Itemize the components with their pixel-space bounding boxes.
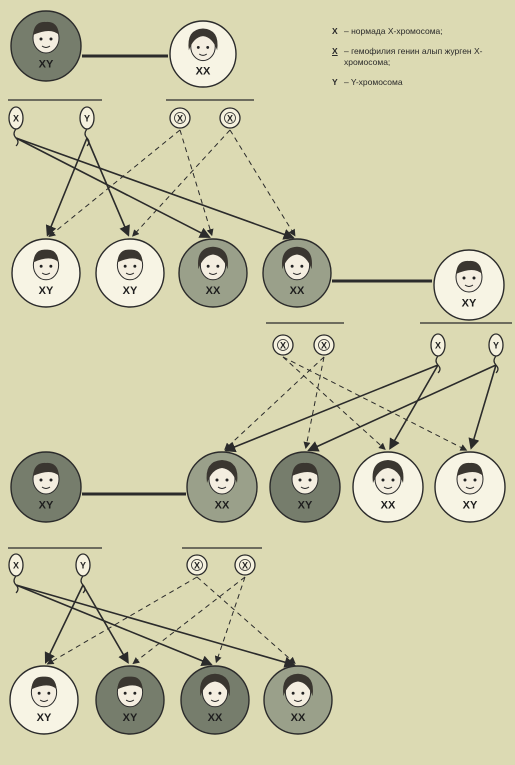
gamete-g2-egg-1: X — [272, 334, 294, 356]
gamete-g1-egg-1: X — [169, 107, 191, 129]
genotype-label: XX — [208, 712, 223, 724]
person-g4-son-1: XY — [9, 665, 79, 735]
inheritance-arrow — [229, 129, 296, 237]
legend-hemophilia-x: X – гемофилия генин алып журген X-хромос… — [332, 46, 483, 67]
person-g4-son-affected: XY — [95, 665, 165, 735]
person-g3-daughter-2: XX — [352, 451, 424, 523]
gamete-g1-sperm-y: Y — [79, 106, 95, 147]
person-g1-father: XY — [10, 10, 82, 82]
inheritance-arrow — [86, 137, 130, 237]
inheritance-arrow — [15, 137, 295, 240]
genotype-label: XX — [290, 285, 305, 297]
genotype-label: XX — [206, 285, 221, 297]
gamete-g2-sperm-y: Y — [488, 333, 504, 374]
legend-normal-x: X – нормада X-хромосома; — [332, 26, 443, 36]
genotype-label: XY — [123, 285, 138, 297]
inheritance-arrow — [132, 576, 246, 665]
gamete-label: X — [177, 114, 183, 124]
gamete-label: X — [242, 561, 248, 571]
inheritance-arrow — [282, 356, 468, 451]
inheritance-arrow — [307, 364, 497, 452]
gamete-label: X — [194, 561, 200, 571]
gamete-label: X — [13, 114, 19, 124]
legend-y: Y – Y-хромосома — [332, 77, 403, 87]
gamete-label: X — [227, 114, 233, 124]
genotype-label: XX — [291, 712, 306, 724]
inheritance-arrow — [48, 129, 181, 238]
gamete-label: Y — [493, 341, 499, 351]
gamete-g3-sperm-x: X — [8, 553, 24, 594]
genotype-label: XY — [298, 500, 313, 512]
genotype-label: XY — [39, 500, 54, 512]
genotype-label: XY — [463, 500, 478, 512]
inheritance-arrow — [389, 364, 439, 450]
person-g2-son-1: XY — [11, 238, 81, 308]
inheritance-arrow — [282, 356, 386, 450]
genotype-label: XY — [37, 712, 52, 724]
genotype-label: XX — [196, 65, 211, 77]
genotype-label: XY — [123, 712, 138, 724]
inheritance-arrow — [15, 137, 211, 238]
person-g3-son-affected: XY — [269, 451, 341, 523]
genotype-label: XY — [39, 285, 54, 297]
person-g2-daughter-1: XX — [178, 238, 248, 308]
gamete-label: Y — [80, 561, 86, 571]
genotype-label: XX — [381, 500, 396, 512]
gamete-label: X — [321, 341, 327, 351]
person-g2-spouse: XY — [433, 249, 505, 321]
genotype-label: XX — [215, 500, 230, 512]
inheritance-arrow — [179, 129, 214, 237]
inheritance-arrow — [224, 364, 439, 453]
gamete-g3-egg-2: X — [234, 554, 256, 576]
gamete-g3-sperm-y: Y — [75, 553, 91, 594]
inheritance-arrow — [44, 584, 84, 664]
genotype-label: XY — [462, 298, 477, 310]
person-g3-daughter-1: XX — [186, 451, 258, 523]
person-g2-daughter-2: XX — [262, 238, 332, 308]
person-g3-son-2: XY — [434, 451, 506, 523]
gamete-g2-sperm-x: X — [430, 333, 446, 374]
inheritance-arrow — [468, 364, 497, 450]
inheritance-arrow — [15, 584, 213, 667]
gamete-g1-sperm-x: X — [8, 106, 24, 147]
inheritance-arrow — [214, 576, 246, 664]
gamete-label: X — [280, 341, 286, 351]
person-g3-outside-male: XY — [10, 451, 82, 523]
inheritance-arrow — [196, 576, 296, 665]
gamete-label: Y — [84, 114, 90, 124]
inheritance-arrow — [46, 576, 198, 665]
legend: X – нормада X-хромосома; X – гемофилия г… — [332, 26, 512, 97]
gamete-g2-egg-2: X — [313, 334, 335, 356]
inheritance-arrow — [132, 129, 231, 237]
inheritance-arrow — [303, 356, 325, 450]
inheritance-arrow — [82, 584, 129, 664]
person-g4-daughter-carrier: XX — [263, 665, 333, 735]
genotype-label: XY — [39, 59, 54, 71]
gamete-g3-egg-1: X — [186, 554, 208, 576]
person-g2-son-2: XY — [95, 238, 165, 308]
inheritance-arrow — [224, 356, 325, 450]
inheritance-arrow — [15, 584, 296, 668]
gamete-label: X — [13, 561, 19, 571]
person-g4-daughter-affected: XX — [180, 665, 250, 735]
gamete-label: X — [435, 341, 441, 351]
person-g1-mother: XX — [169, 20, 237, 88]
inheritance-arrow — [45, 137, 88, 237]
gamete-g1-egg-2: X — [219, 107, 241, 129]
